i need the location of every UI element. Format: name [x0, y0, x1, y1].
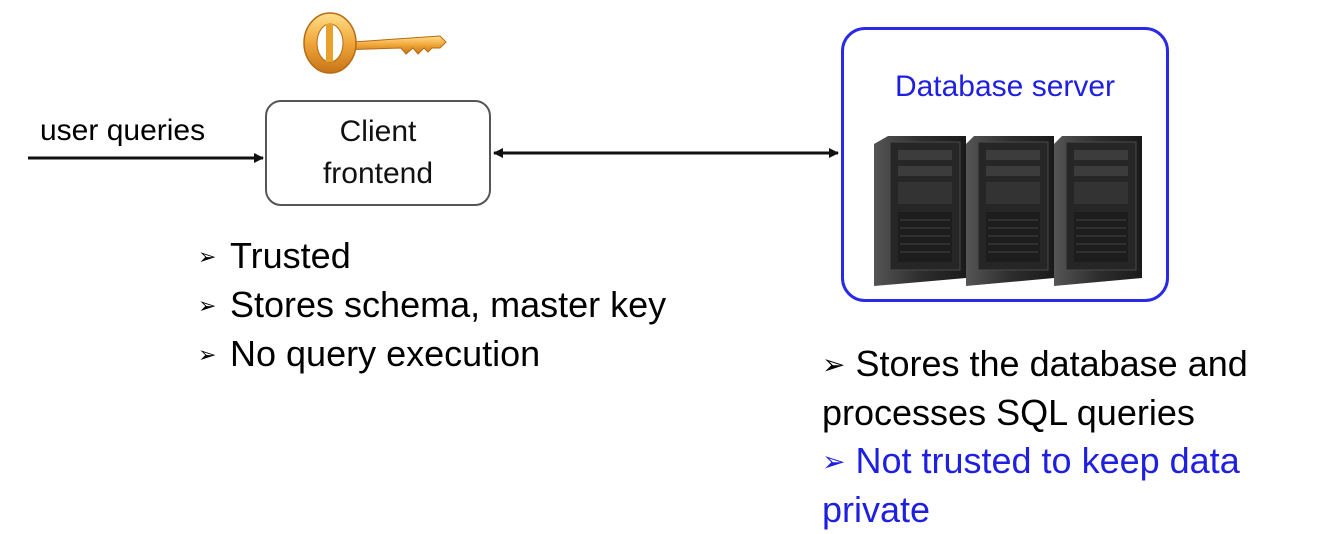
client-note: ➢Trusted [198, 232, 666, 281]
server-rack-icon [874, 136, 1142, 286]
bullet-arrow-icon: ➢ [822, 446, 846, 477]
client-box-line-1: Client [339, 115, 417, 148]
bullet-arrow-icon: ➢ [198, 342, 217, 367]
database-server-box: Database server [841, 27, 1169, 302]
client-frontend-box: Client frontend [265, 100, 491, 206]
client-note: ➢Stores schema, master key [198, 281, 666, 330]
client-notes-list: ➢Trusted ➢Stores schema, master key ➢No … [198, 232, 666, 379]
server-note-1-cont: processes SQL queries [822, 392, 1195, 433]
key-icon [303, 12, 447, 74]
server-note-2: ➢Not trusted to keep data [822, 437, 1312, 486]
client-note: ➢No query execution [198, 330, 666, 379]
bullet-arrow-icon: ➢ [822, 349, 846, 380]
user-queries-label: user queries [40, 114, 206, 147]
server-note-2-cont: private [822, 489, 931, 530]
server-notes: ➢Stores the database and processes SQL q… [822, 340, 1312, 534]
client-box-line-2: frontend [322, 157, 434, 190]
server-note-1: ➢Stores the database and [822, 340, 1312, 389]
bullet-arrow-icon: ➢ [198, 244, 217, 269]
bullet-arrow-icon: ➢ [198, 293, 217, 318]
database-server-title: Database server [894, 70, 1116, 103]
